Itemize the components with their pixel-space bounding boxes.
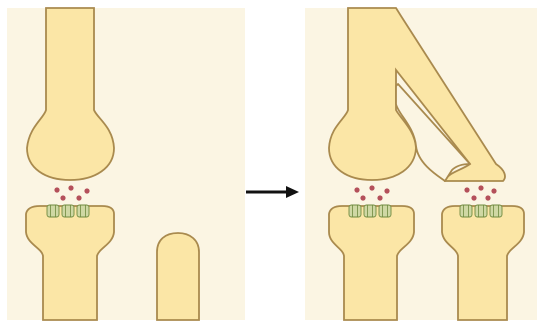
receptor xyxy=(475,205,487,217)
receptor xyxy=(77,205,89,217)
panel-before xyxy=(7,8,245,320)
receptor xyxy=(379,205,391,217)
neurotransmitter-dot xyxy=(68,185,73,190)
neurotransmitter-dot xyxy=(354,187,359,192)
receptor xyxy=(364,205,376,217)
neurotransmitter-dot xyxy=(54,187,59,192)
neurotransmitter-dot xyxy=(471,195,476,200)
neurotransmitter-dot xyxy=(60,195,65,200)
neurotransmitter-dot xyxy=(485,195,490,200)
panel-after xyxy=(305,8,537,320)
receptor xyxy=(47,205,59,217)
neurotransmitter-dot xyxy=(478,185,483,190)
neurotransmitter-dot xyxy=(384,188,389,193)
neurotransmitter-dot xyxy=(464,187,469,192)
neurotransmitter-dot xyxy=(360,195,365,200)
receptor-cluster-left xyxy=(349,205,391,217)
neurotransmitter-dot xyxy=(369,185,374,190)
neurotransmitter-dot xyxy=(76,195,81,200)
receptor xyxy=(460,205,472,217)
neurotransmitter-dot xyxy=(84,188,89,193)
growing-neurite xyxy=(157,233,199,320)
receptor-cluster xyxy=(47,205,89,217)
right-arrow xyxy=(246,186,299,198)
receptor xyxy=(349,205,361,217)
receptor-cluster-right xyxy=(460,205,502,217)
neurotransmitter-dot xyxy=(377,195,382,200)
receptor xyxy=(490,205,502,217)
receptor xyxy=(62,205,74,217)
neurotransmitter-dot xyxy=(491,188,496,193)
